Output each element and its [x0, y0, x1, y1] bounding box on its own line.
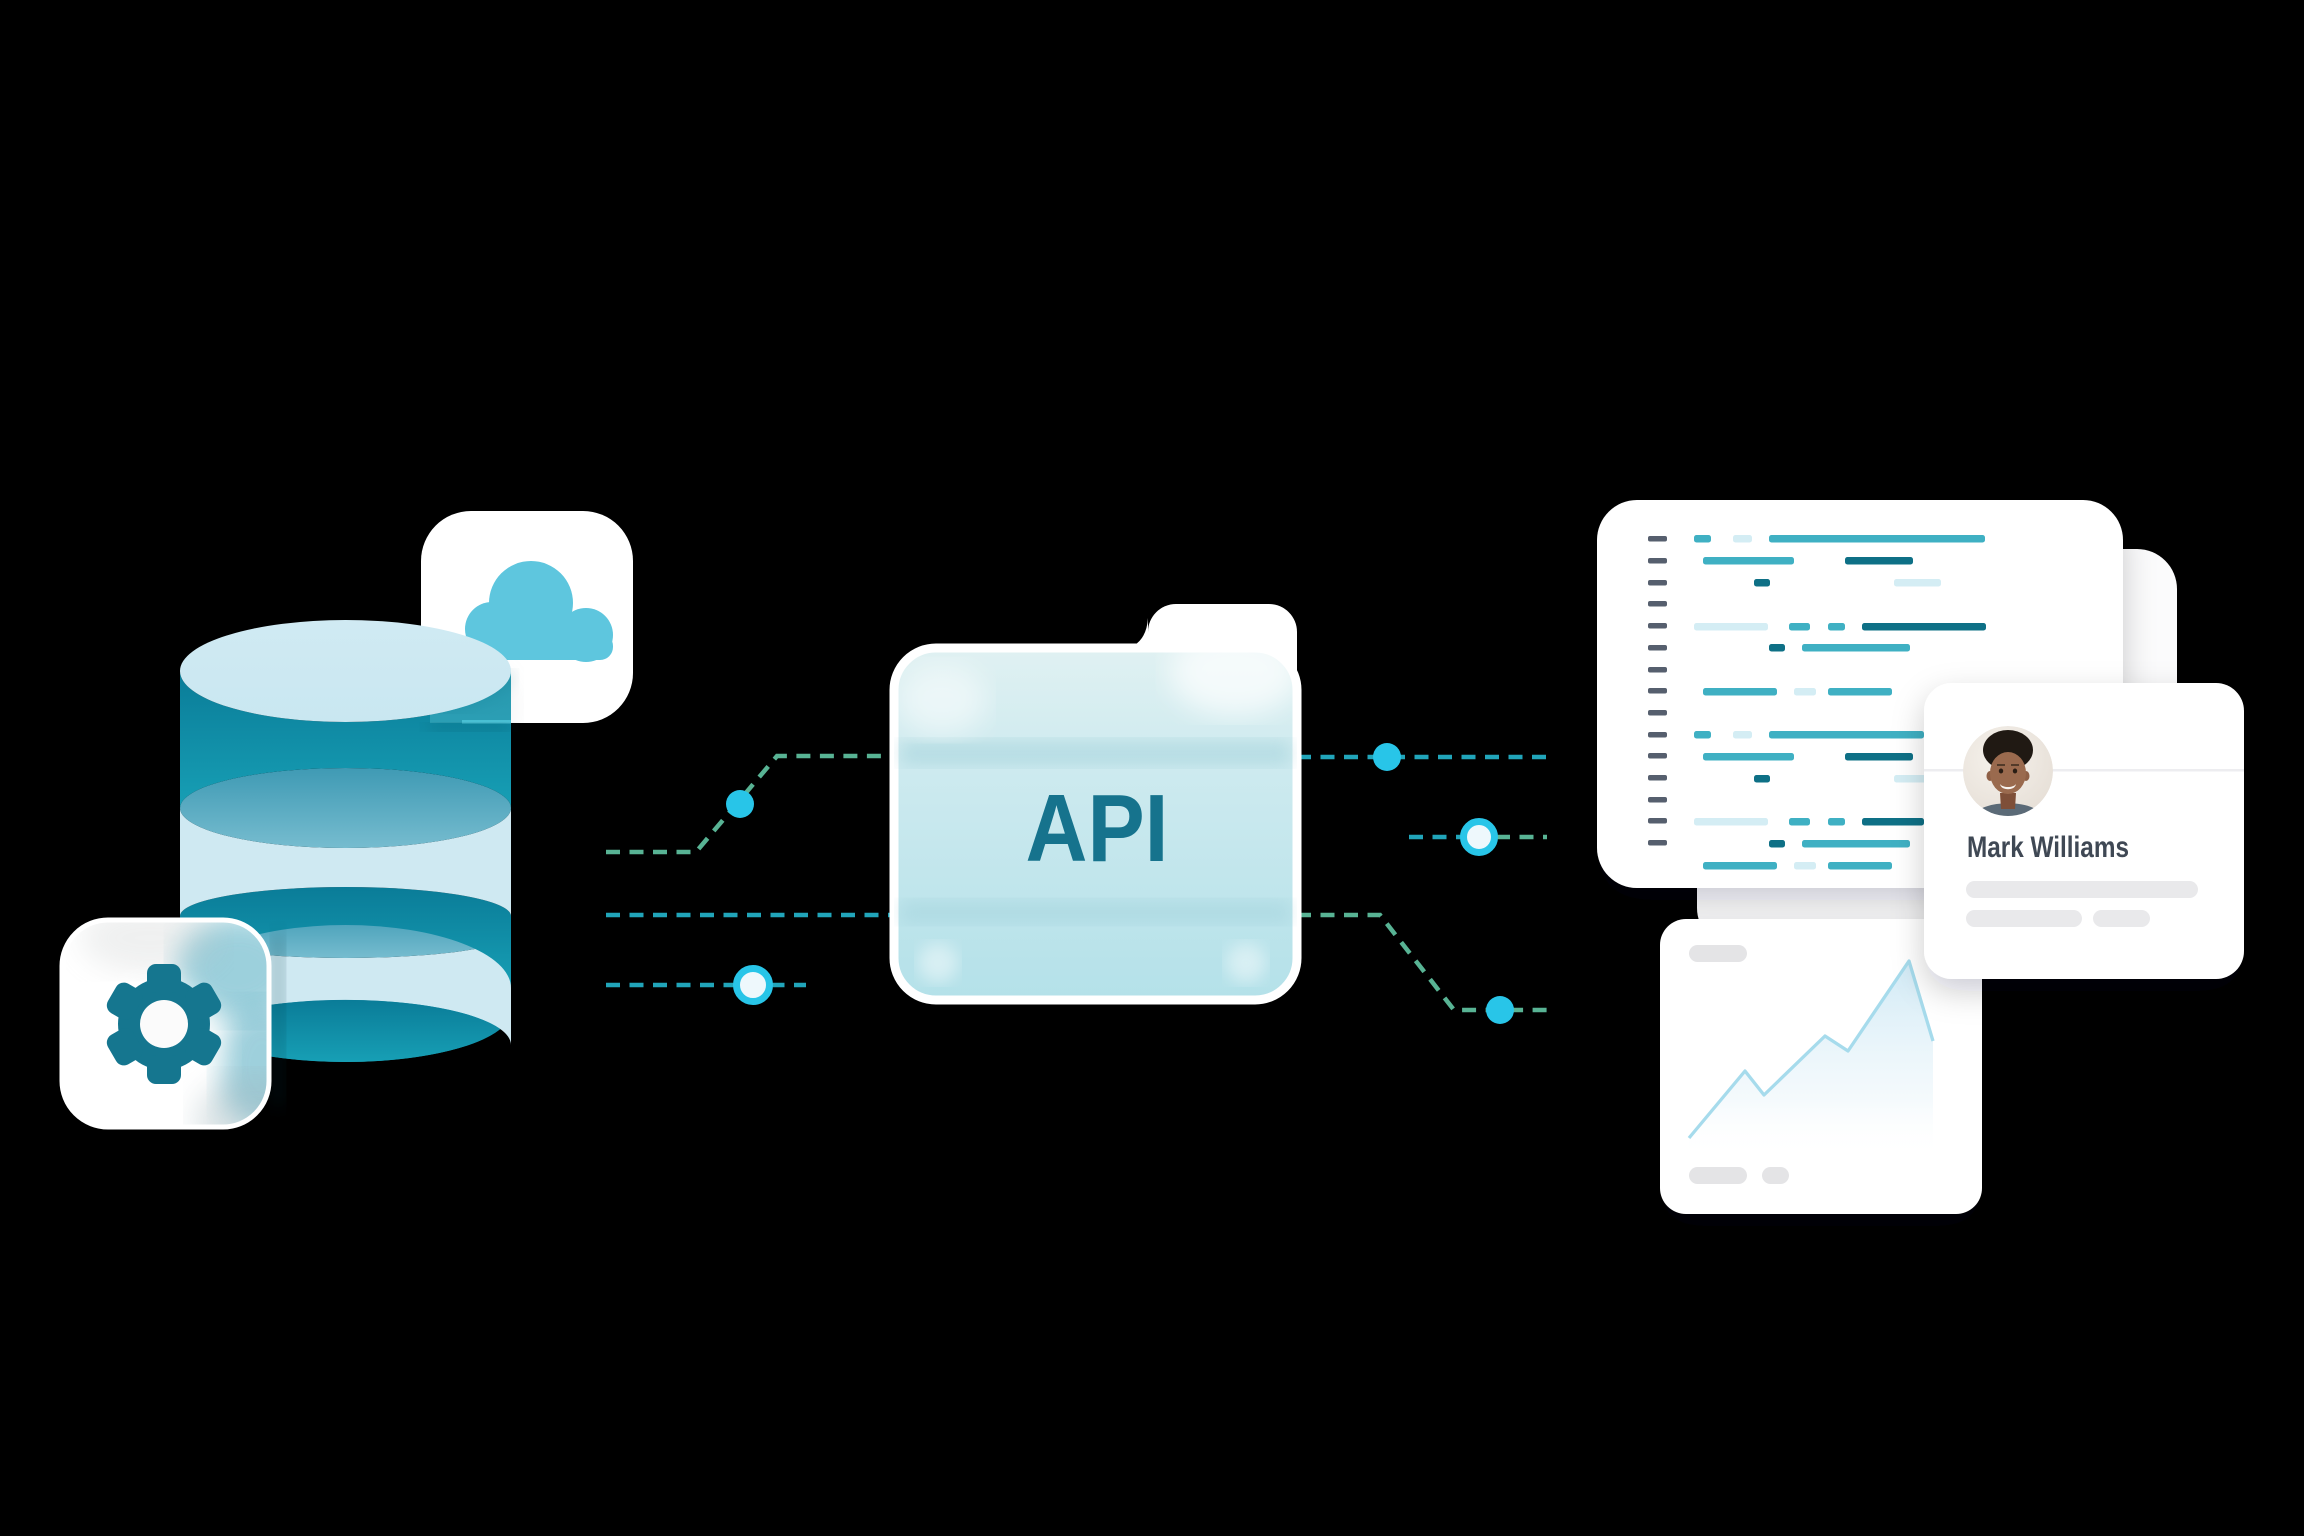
svg-text:API: API [1026, 775, 1169, 882]
svg-text:Mark Williams: Mark Williams [1967, 831, 2129, 864]
